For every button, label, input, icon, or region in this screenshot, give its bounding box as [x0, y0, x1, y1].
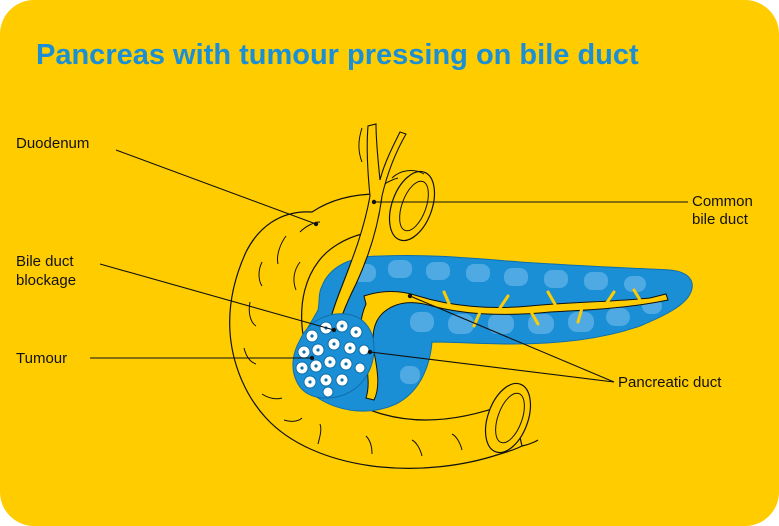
leader-bile-duct-blockage — [100, 264, 334, 330]
leader-duodenum — [116, 150, 316, 224]
label-bile-duct-blockage-line2: blockage — [16, 272, 76, 289]
lower-duodenum-ring — [477, 377, 539, 458]
label-duodenum: Duodenum — [16, 135, 89, 152]
label-tumour: Tumour — [16, 350, 67, 367]
label-bile-duct-blockage-line1: Bile duct — [16, 253, 74, 270]
label-common-bile-duct-line2: bile duct — [692, 211, 749, 228]
label-pancreatic-duct: Pancreatic duct — [618, 374, 722, 391]
upper-duodenum-ring — [381, 165, 443, 246]
label-common-bile-duct-line1: Common — [692, 193, 753, 210]
duodenum-lower-tail — [522, 440, 538, 446]
